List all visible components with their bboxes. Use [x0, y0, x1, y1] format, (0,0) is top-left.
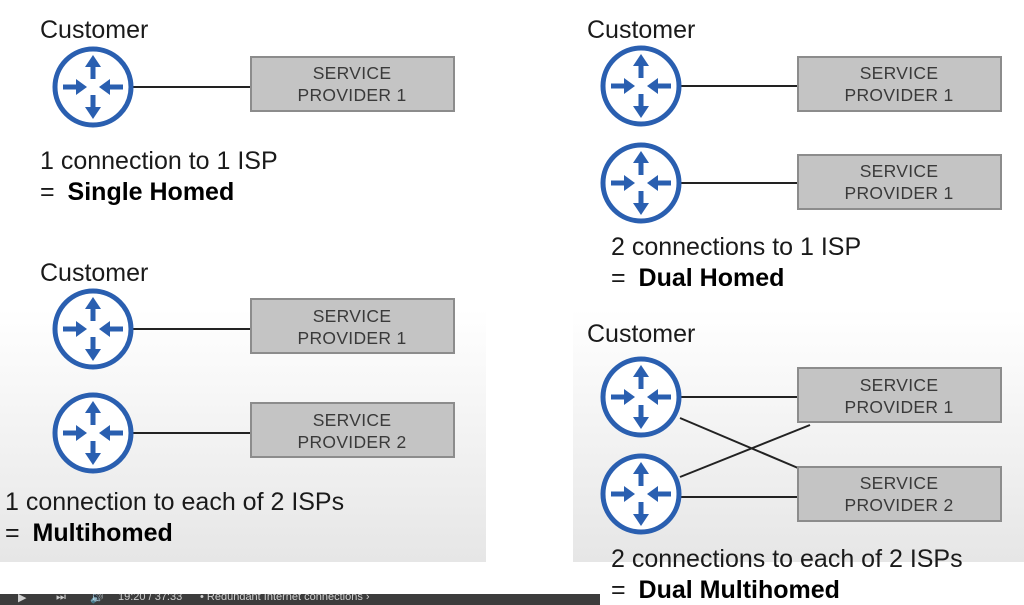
router-icon: [603, 456, 679, 532]
svg-text:SERVICE: SERVICE: [860, 63, 939, 83]
customer-label: Customer: [587, 16, 695, 44]
svg-text:PROVIDER 1: PROVIDER 1: [298, 85, 407, 105]
caption-line: 2 connections to each of 2 ISPs: [611, 545, 963, 573]
volume-icon[interactable]: 🔊: [90, 594, 104, 604]
router-icon: [603, 359, 679, 435]
connection-line: [679, 424, 811, 478]
caption-result: = Dual Homed: [611, 264, 784, 292]
svg-text:PROVIDER 1: PROVIDER 1: [845, 397, 954, 417]
time-display: 19:20 / 37:33: [118, 594, 183, 603]
caption-result: = Single Homed: [40, 178, 234, 206]
service-provider-box: SERVICE PROVIDER 2: [797, 466, 1002, 522]
caption-result: = Multihomed: [5, 519, 173, 547]
service-provider-box: SERVICE PROVIDER 1: [797, 56, 1002, 112]
next-icon[interactable]: ⏭: [56, 594, 66, 603]
svg-text:PROVIDER 1: PROVIDER 1: [845, 183, 954, 203]
service-provider-box: SERVICE PROVIDER 2: [250, 402, 455, 458]
caption-line: 2 connections to 1 ISP: [611, 233, 861, 261]
chapter-title[interactable]: • Redundant Internet connections ›: [200, 594, 370, 603]
play-icon[interactable]: ▶: [18, 594, 27, 604]
panel-multihomed: Customer SERVICE PROVIDER 1 SERVICE PROV…: [5, 259, 455, 547]
svg-text:SERVICE: SERVICE: [860, 375, 939, 395]
connection-line: [679, 417, 799, 469]
router-icon: [603, 145, 679, 221]
caption-line: 1 connection to each of 2 ISPs: [5, 488, 344, 516]
svg-text:SERVICE: SERVICE: [313, 306, 392, 326]
panel-dual-homed: Customer SERVICE PROVIDER 1 SERVICE PROV…: [587, 16, 1002, 292]
caption-result: = Dual Multihomed: [611, 576, 840, 604]
router-icon: [603, 48, 679, 124]
customer-label: Customer: [40, 16, 148, 44]
caption-line: 1 connection to 1 ISP: [40, 147, 278, 175]
customer-label: Customer: [40, 259, 148, 287]
svg-text:PROVIDER 1: PROVIDER 1: [298, 328, 407, 348]
svg-text:PROVIDER 1: PROVIDER 1: [845, 85, 954, 105]
player-controls: ▶ ⏭ 🔊 19:20 / 37:33 • Redundant Internet…: [0, 594, 600, 605]
service-provider-box: SERVICE PROVIDER 1: [250, 298, 455, 354]
panel-dual-multihomed: Customer SERVICE PROVIDER 1 SERVICE PROV…: [587, 320, 1002, 604]
panel-single-homed: Customer SERVICE PROVIDER 1 1 connection…: [40, 16, 455, 206]
svg-text:SERVICE: SERVICE: [313, 410, 392, 430]
router-icon: [55, 395, 131, 471]
service-provider-box: SERVICE PROVIDER 1: [797, 367, 1002, 423]
router-icon: [55, 291, 131, 367]
router-icon: [55, 49, 131, 125]
service-provider-box: SERVICE PROVIDER 1: [250, 56, 455, 112]
svg-text:SERVICE: SERVICE: [313, 63, 392, 83]
customer-label: Customer: [587, 320, 695, 348]
svg-text:PROVIDER 2: PROVIDER 2: [298, 432, 407, 452]
svg-text:SERVICE: SERVICE: [860, 473, 939, 493]
svg-text:SERVICE: SERVICE: [860, 161, 939, 181]
svg-text:PROVIDER 2: PROVIDER 2: [845, 495, 954, 515]
service-provider-box: SERVICE PROVIDER 1: [797, 154, 1002, 210]
